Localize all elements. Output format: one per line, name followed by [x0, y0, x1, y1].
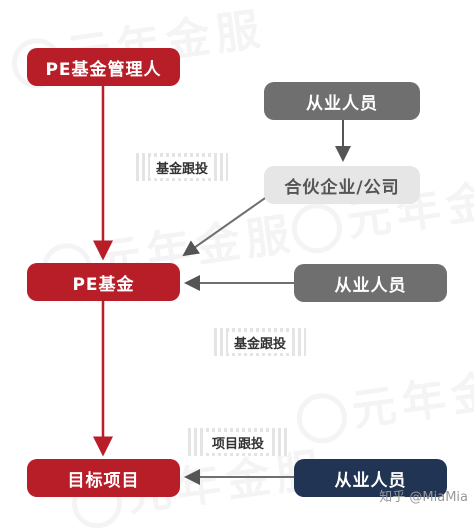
- node-label: 合伙企业/公司: [284, 177, 400, 198]
- node-target-project: 目标项目: [27, 459, 180, 497]
- node-label: 从业人员: [306, 93, 378, 114]
- tag-fund-follow-1: 基金跟投: [136, 153, 228, 181]
- tag-label: 基金跟投: [149, 156, 214, 178]
- node-practitioner-3: 从业人员: [294, 459, 447, 497]
- node-practitioner-2: 从业人员: [294, 264, 447, 302]
- tag-fund-follow-2: 基金跟投: [214, 328, 306, 356]
- node-label: PE基金管理人: [45, 59, 162, 80]
- node-practitioner-1: 从业人员: [264, 82, 420, 120]
- arrow-partnership-to-fund: [182, 195, 269, 257]
- node-pe-manager: PE基金管理人: [27, 48, 180, 86]
- node-partnership: 合伙企业/公司: [264, 166, 420, 204]
- node-label: 从业人员: [334, 470, 407, 491]
- node-label: PE基金: [72, 274, 135, 295]
- connector-lines: [93, 86, 351, 485]
- node-label: 目标项目: [67, 470, 140, 491]
- node-pe-fund: PE基金: [27, 263, 180, 301]
- tag-project-follow: 项目跟投: [188, 428, 288, 456]
- tag-label: 项目跟投: [205, 431, 270, 453]
- tag-label: 基金跟投: [227, 331, 292, 353]
- source-credit: 知乎 @MiaMia: [379, 490, 468, 505]
- node-label: 从业人员: [334, 275, 407, 296]
